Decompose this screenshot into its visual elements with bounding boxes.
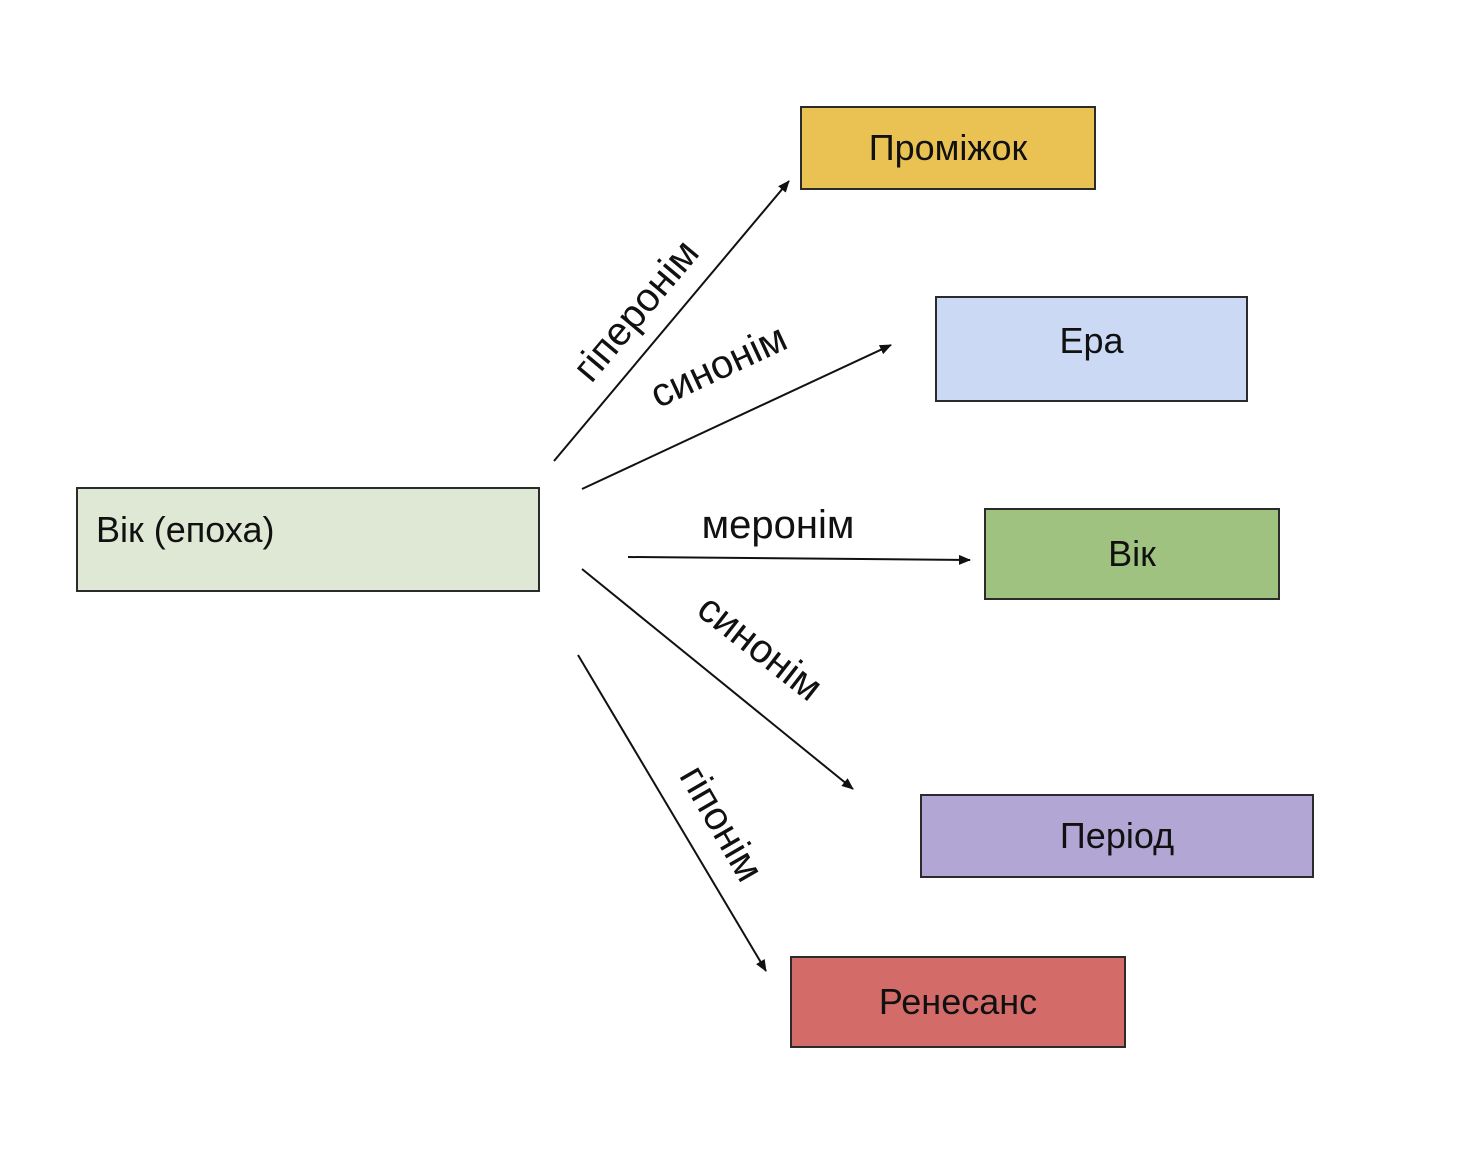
edge-label-synonym-period: синонім	[689, 586, 830, 710]
source-node: Вік (епоха)	[76, 487, 540, 592]
target-node-label: Ренесанс	[878, 981, 1038, 1022]
target-node-label: Період	[1059, 815, 1175, 856]
target-node-label: Проміжок	[868, 127, 1028, 168]
target-node-renesans: Ренесанс	[790, 956, 1126, 1048]
edge-synonym-period-arrow	[581, 568, 854, 790]
target-node-promizhok: Проміжок	[800, 106, 1096, 190]
target-node-period: Період	[920, 794, 1314, 878]
edge-hyponym-arrow	[577, 654, 767, 972]
target-node-label: Вік	[1108, 533, 1156, 574]
target-node-era: Ера	[935, 296, 1248, 402]
edge-label-hyponym: гіпонім	[671, 758, 772, 889]
target-node-label: Ера	[1059, 320, 1124, 361]
edge-hyperonym-arrow	[553, 180, 790, 462]
edge-synonym-era-arrow	[581, 344, 892, 490]
target-node-vik: Вік	[984, 508, 1280, 600]
source-node-label: Вік (епоха)	[96, 509, 275, 550]
edge-label-meronym: меронім	[702, 503, 855, 547]
edge-meronym-arrow	[627, 554, 971, 565]
